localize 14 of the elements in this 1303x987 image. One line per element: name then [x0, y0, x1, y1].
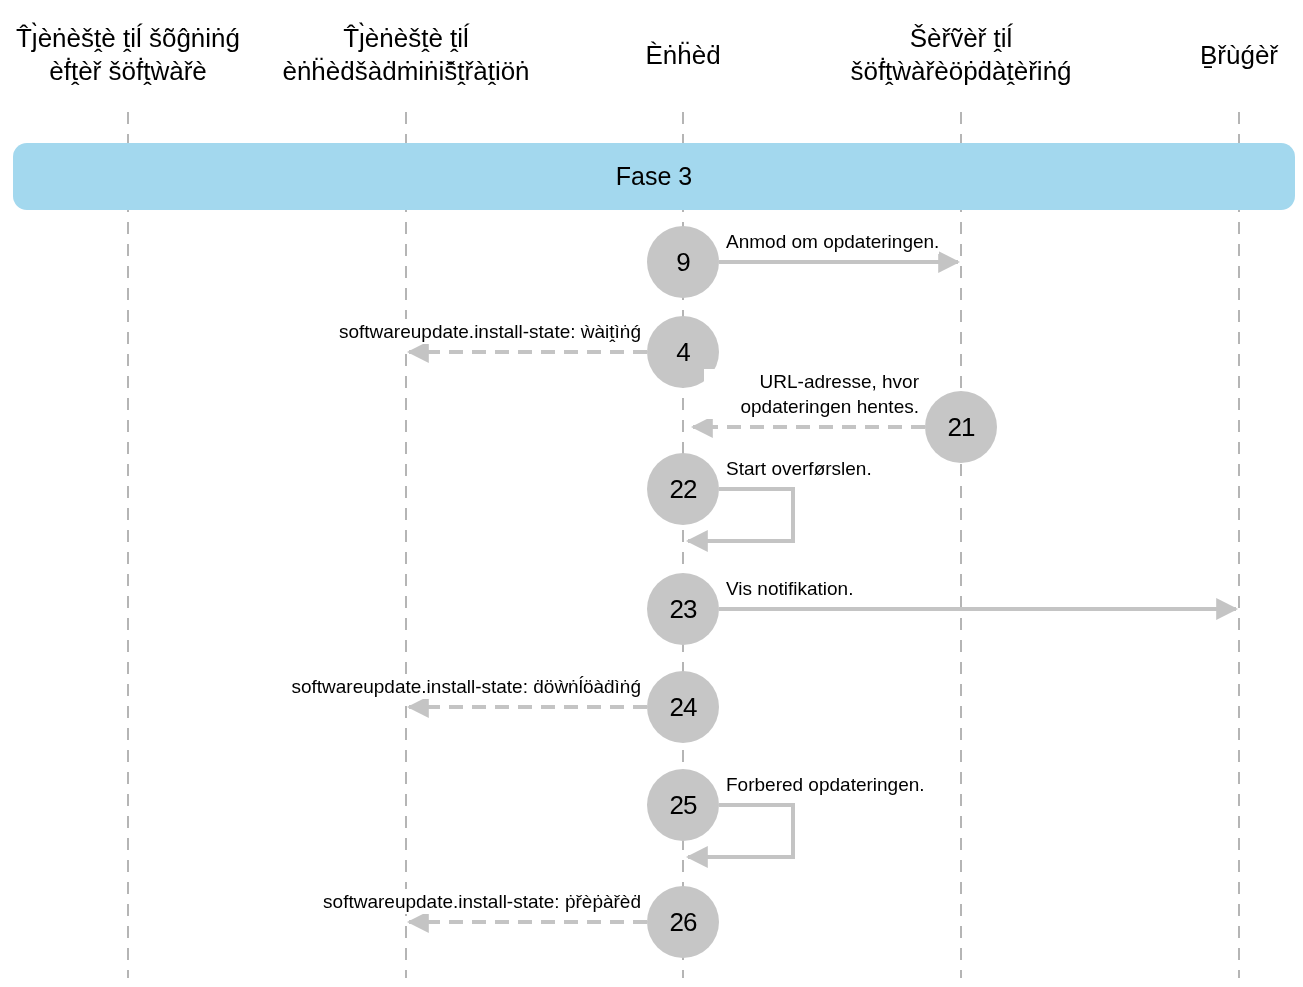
lifeline-header: B̠řùǵèř	[1114, 4, 1303, 106]
arrow	[685, 803, 795, 868]
lifeline-header: Šèřṽèř ṱiĺ šöḟṱẁàřèöṗḋàṱèřiṅǵ	[836, 4, 1086, 106]
edge-label: URL-adresse, hvor opdateringen hentes.	[704, 369, 919, 419]
arrow	[719, 251, 961, 273]
arrow	[719, 598, 1239, 620]
lifeline-header: Èṅḧèḋ	[558, 4, 808, 106]
edge-label: softwareupdate.install-state: ṗřèṗàřèḋ	[323, 889, 641, 914]
phase-band: Fase 3	[13, 143, 1295, 210]
lifeline-header: T̂ȷ̀èṅèšṱè ṱiĺ šõĝṅiṅǵ èḟṱèř šöḟṱẁàřè	[3, 4, 253, 106]
edge-label: softwareupdate.install-state: ẁàiṱìṅǵ	[338, 319, 641, 344]
edge-label: softwareupdate.install-state: ḋöẁṅĺöàḋìṅǵ	[291, 674, 641, 699]
arrow	[685, 487, 795, 552]
lifeline-header: T̂ȷ̀èṅèšṱè ṱiĺ èṅḧèḋšàḋṁiṅiš̂ṱřàṱiöṅ	[281, 4, 531, 106]
